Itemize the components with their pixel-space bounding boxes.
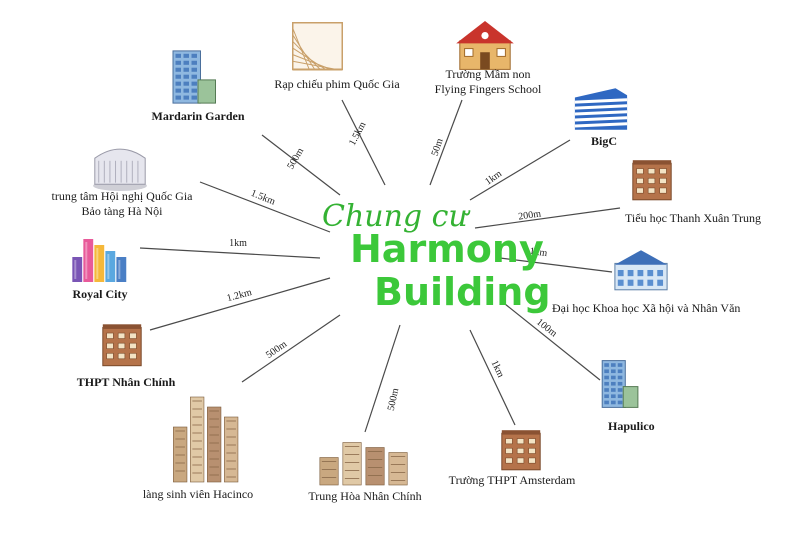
center-title-line1: Chung cư	[322, 199, 470, 234]
place-label-thpt-nhan-chinh: THPT Nhân Chính	[77, 375, 176, 389]
distance-label-rap-chieu-phim: 1.5km	[347, 120, 369, 148]
place-label-line: BigC	[591, 134, 617, 148]
connector-line-thpt-nhan-chinh	[149, 277, 331, 331]
place-label-line: trung tâm Hội nghị Quốc Gia	[52, 189, 194, 203]
colorful-towers-icon	[72, 239, 127, 282]
place-label-line: Trường Mầm non	[445, 67, 530, 81]
university-building-icon	[614, 250, 668, 291]
cinema-sketch-icon	[292, 22, 343, 71]
connector-line-trung-tam-hoi-nghi	[199, 181, 331, 233]
place-label-rap-chieu-phim: Rạp chiếu phim Quốc Gia	[274, 77, 400, 91]
place-label-royal-city: Royal City	[73, 287, 128, 301]
distance-label-royal-city: 1km	[229, 238, 247, 249]
connector-line-tieu-hoc-thanh-xuan	[474, 207, 621, 229]
distance-label-dai-hoc-khxh: 1km	[529, 246, 548, 259]
place-label-bigc: BigC	[591, 134, 617, 148]
distance-label-tieu-hoc-thanh-xuan: 200m	[518, 208, 542, 222]
place-label-line: Bảo tàng Hà Nội	[82, 204, 164, 218]
office-tower-icon	[172, 50, 216, 104]
school-house-icon	[456, 21, 514, 70]
connector-line-truong-mam-non	[429, 99, 463, 186]
place-label-line: Mardarin Garden	[152, 109, 245, 123]
place-label-line: Trung Hòa Nhân Chính	[308, 489, 421, 503]
connector-line-dai-hoc-khxh	[499, 257, 613, 273]
connector-line-bigc	[469, 139, 571, 201]
connector-line-mandarin-garden	[261, 134, 341, 196]
office-tower-icon	[601, 360, 639, 408]
place-label-line: làng sinh viên Hacinco	[143, 487, 253, 501]
place-label-lang-sinh-vien: làng sinh viên Hacinco	[143, 487, 253, 501]
place-label-line: Hapulico	[608, 419, 655, 433]
connector-line-royal-city	[139, 247, 321, 259]
connector-line-rap-chieu-phim	[341, 99, 386, 186]
place-label-line: Đại học Khoa học Xã hội và Nhân Văn	[552, 301, 740, 315]
center-title: Chung cư Harmony Building	[322, 199, 551, 314]
distance-label-thpt-amsterdam: 1km	[489, 359, 507, 380]
place-label-hapulico: Hapulico	[608, 419, 655, 433]
mall-building-icon	[574, 88, 628, 130]
distance-label-trung-hoa-nhan-chinh: 500m	[386, 387, 402, 412]
apartment-cluster-icon	[319, 442, 408, 486]
connector-line-thpt-amsterdam	[469, 329, 516, 426]
connector-line-trung-hoa-nhan-chinh	[364, 324, 401, 433]
place-label-line: Tiểu học Thanh Xuân Trung	[625, 211, 761, 225]
place-label-line: Rạp chiếu phim Quốc Gia	[274, 77, 400, 91]
place-label-line: Flying Fingers School	[435, 82, 542, 96]
distance-label-hapulico: 100m	[534, 317, 559, 340]
connector-line-lang-sinh-vien	[241, 314, 341, 383]
brick-building-icon	[102, 324, 142, 367]
apartment-cluster-icon	[173, 396, 239, 483]
place-label-line: Royal City	[73, 287, 128, 301]
place-label-thpt-amsterdam: Trường THPT Amsterdam	[449, 473, 576, 487]
place-label-line: Trường THPT Amsterdam	[449, 473, 576, 487]
center-title-line2: Harmony	[350, 227, 544, 271]
connector-line-hapulico	[499, 299, 601, 381]
place-label-tieu-hoc-thanh-xuan: Tiểu học Thanh Xuân Trung	[625, 211, 761, 225]
convention-center-icon	[93, 148, 147, 191]
brick-building-icon	[501, 430, 541, 471]
center-title-line3: Building	[374, 270, 551, 314]
place-label-line: THPT Nhân Chính	[77, 375, 176, 389]
distance-label-mandarin-garden: 500m	[285, 146, 306, 171]
place-label-dai-hoc-khxh: Đại học Khoa học Xã hội và Nhân Văn	[552, 301, 740, 315]
distance-label-trung-tam-hoi-nghi: 1.5km	[249, 188, 277, 208]
distance-label-truong-mam-non: 50m	[430, 137, 446, 158]
place-label-mandarin-garden: Mardarin Garden	[152, 109, 245, 123]
distance-label-bigc: 1km	[483, 168, 504, 187]
place-label-trung-hoa-nhan-chinh: Trung Hòa Nhân Chính	[308, 489, 421, 503]
brick-building-icon	[632, 160, 672, 201]
